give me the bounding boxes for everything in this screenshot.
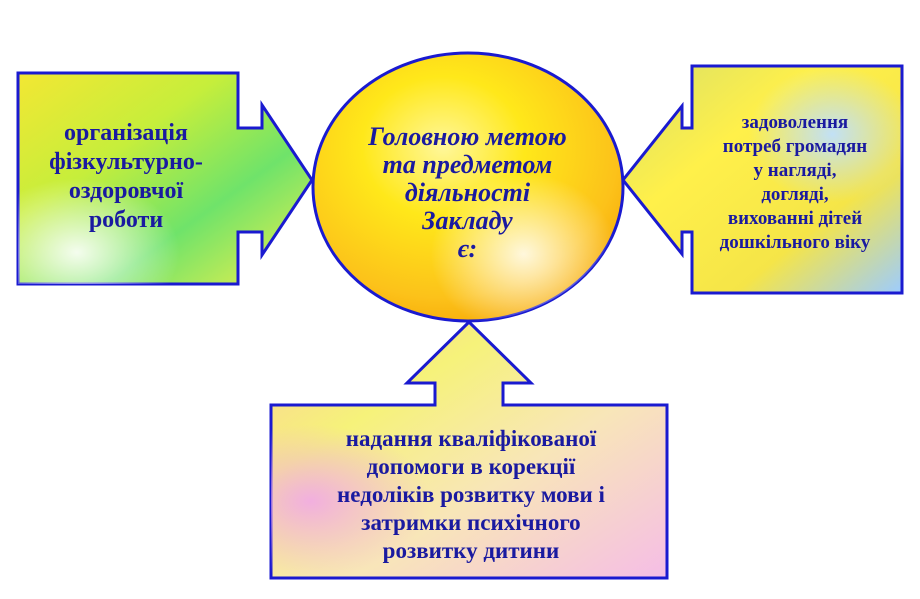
center-statement: Головною метою та предметом діяльності З… bbox=[335, 118, 600, 268]
left-callout: організація фізкультурно- оздоровчої роб… bbox=[22, 112, 230, 242]
bottom-callout-text: надання кваліфікованої допомоги в корекц… bbox=[337, 426, 605, 563]
right-callout-text: задоволення потреб громадян у нагляді, д… bbox=[719, 111, 871, 253]
center-statement-text: Головною метою та предметом діяльності З… bbox=[368, 122, 567, 263]
bottom-callout: надання кваліфікованої допомоги в корекц… bbox=[275, 415, 667, 575]
left-callout-text: організація фізкультурно- оздоровчої роб… bbox=[49, 120, 203, 233]
right-callout: задоволення потреб громадян у нагляді, д… bbox=[690, 95, 900, 270]
